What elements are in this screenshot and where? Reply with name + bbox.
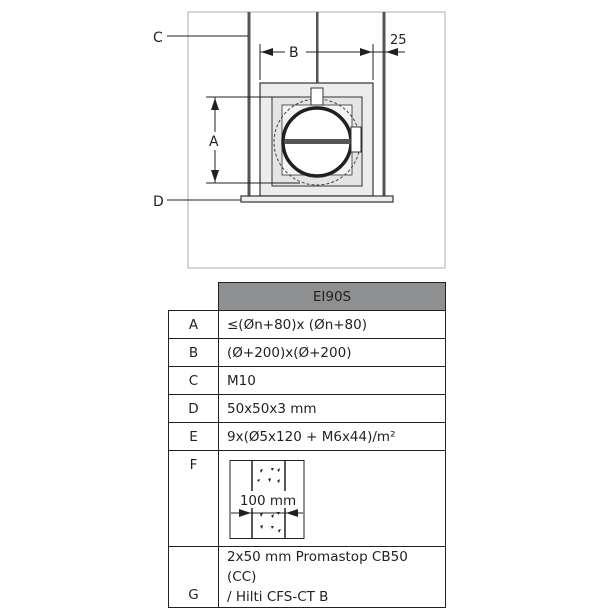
sealing-detail-sketch: 100 mm (229, 460, 305, 539)
support-plate (240, 195, 394, 203)
table-header: EI90S (218, 282, 446, 311)
table-row: B(Ø+200)x(Ø+200) (168, 338, 446, 367)
actuator-mechanism (350, 126, 362, 153)
table-row: G 2x50 mm Promastop CB50 (CC) / Hilti CF… (168, 546, 446, 608)
damper-installation-drawing: C D B 25 A (153, 11, 446, 269)
label-c: C (153, 30, 163, 46)
table-row: F 100 mm (168, 450, 446, 547)
spec-table: EI90S A≤(Øn+80)x (Øn+80) B(Ø+200)x(Ø+200… (168, 282, 446, 608)
label-a: A (209, 134, 219, 150)
label-d: D (153, 194, 164, 210)
damper-blade (285, 139, 351, 144)
label-25: 25 (390, 33, 407, 48)
hanger-nut (310, 87, 324, 106)
label-b: B (289, 45, 299, 61)
threaded-rod-left (247, 12, 251, 196)
sealing-width-label: 100 mm (240, 493, 296, 509)
threaded-rod-right (382, 12, 386, 196)
table-row: A≤(Øn+80)x (Øn+80) (168, 310, 446, 339)
